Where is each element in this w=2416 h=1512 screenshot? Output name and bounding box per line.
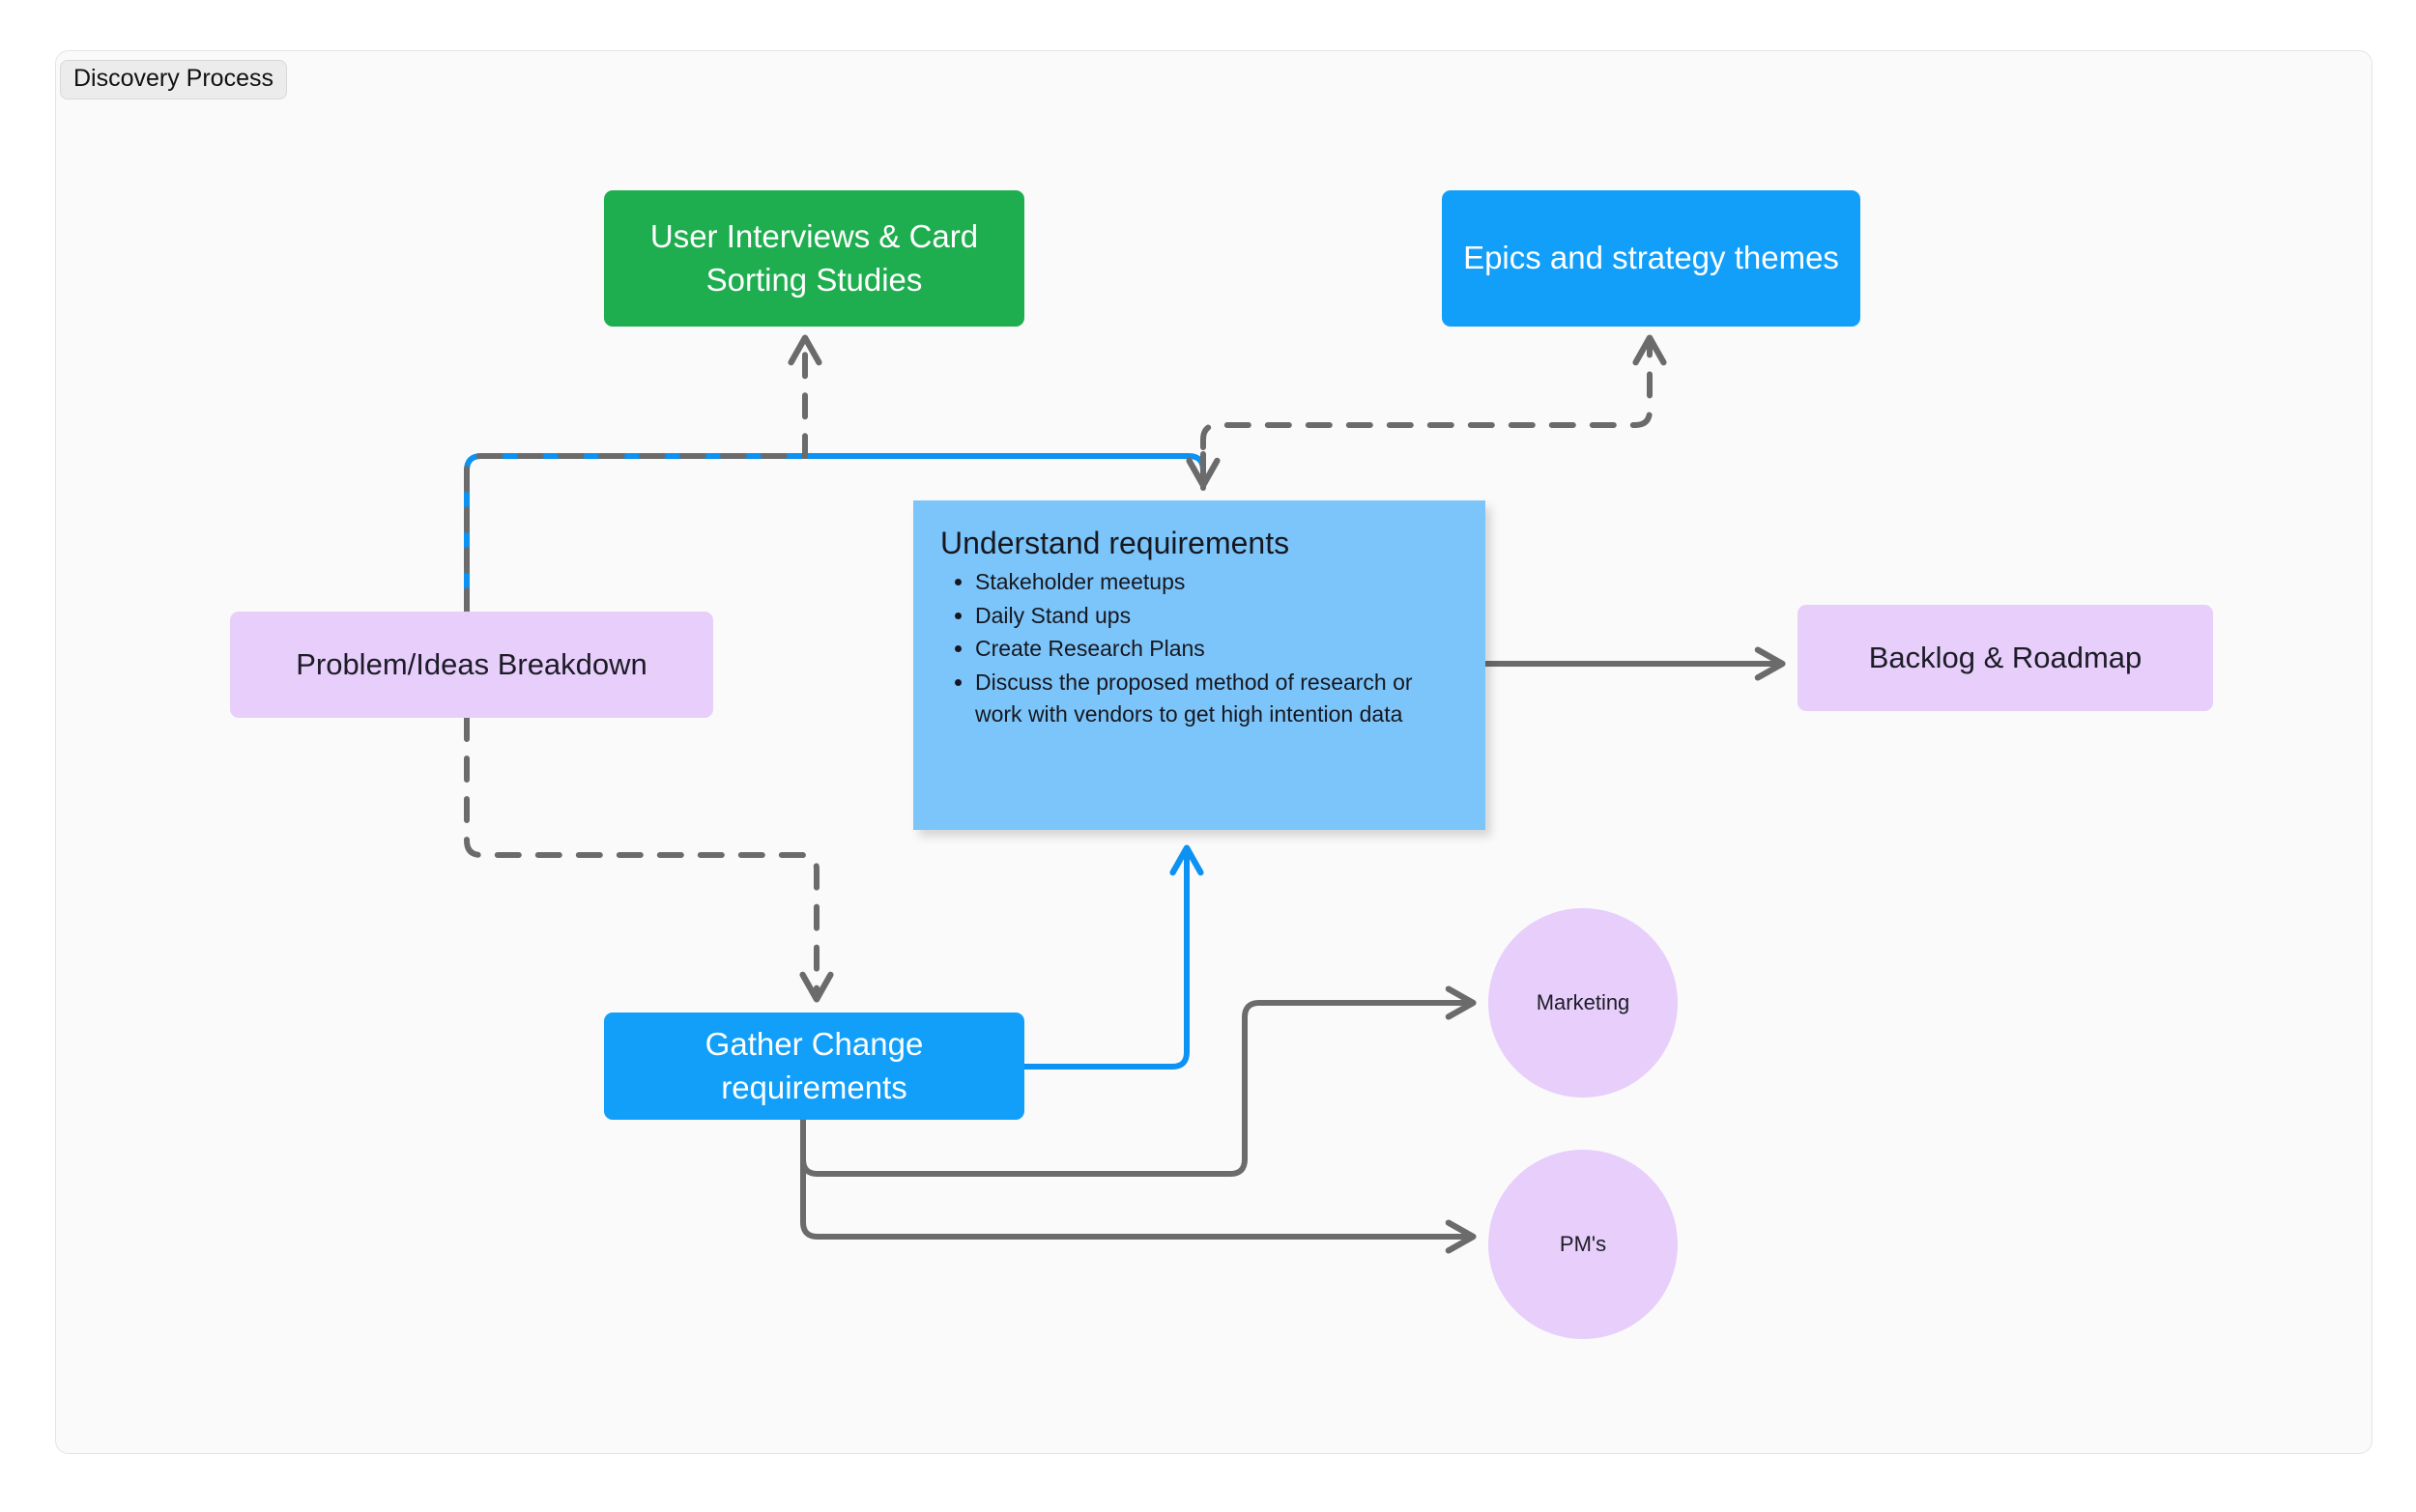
node-problem-ideas-label: Problem/Ideas Breakdown bbox=[296, 647, 647, 681]
node-pms-label: PM's bbox=[1559, 1232, 1607, 1256]
node-understand-requirements-title: Understand requirements bbox=[940, 526, 1290, 560]
node-understand-requirements[interactable]: Understand requirements Stakeholder meet… bbox=[913, 500, 1485, 830]
node-epics-label: Epics and strategy themes bbox=[1463, 240, 1839, 276]
list-item: Create Research Plans bbox=[975, 633, 1452, 665]
node-backlog-label: Backlog & Roadmap bbox=[1868, 641, 2143, 674]
frame-title-badge[interactable]: Discovery Process bbox=[60, 60, 287, 100]
node-user-interviews-label: User Interviews & Card Sorting Studies bbox=[649, 217, 979, 298]
list-item: Daily Stand ups bbox=[975, 600, 1452, 632]
node-epics-and-strategy-themes[interactable]: Epics and strategy themes bbox=[1442, 190, 1860, 327]
node-understand-requirements-bullets: Stakeholder meetups Daily Stand ups Crea… bbox=[940, 566, 1458, 729]
node-marketing-label: Marketing bbox=[1536, 990, 1630, 1014]
node-gather-change-requirements[interactable]: Gather Change requirements bbox=[604, 1013, 1024, 1120]
list-item: Stakeholder meetups bbox=[975, 566, 1452, 598]
node-user-interviews[interactable]: User Interviews & Card Sorting Studies bbox=[604, 190, 1024, 327]
node-problem-ideas-breakdown[interactable]: Problem/Ideas Breakdown bbox=[230, 612, 713, 718]
list-item: Discuss the proposed method of research … bbox=[975, 667, 1452, 729]
node-backlog-and-roadmap[interactable]: Backlog & Roadmap bbox=[1798, 605, 2213, 711]
node-pms[interactable]: PM's bbox=[1488, 1150, 1678, 1339]
node-marketing[interactable]: Marketing bbox=[1488, 908, 1678, 1098]
node-gather-label: Gather Change requirements bbox=[705, 1025, 924, 1105]
